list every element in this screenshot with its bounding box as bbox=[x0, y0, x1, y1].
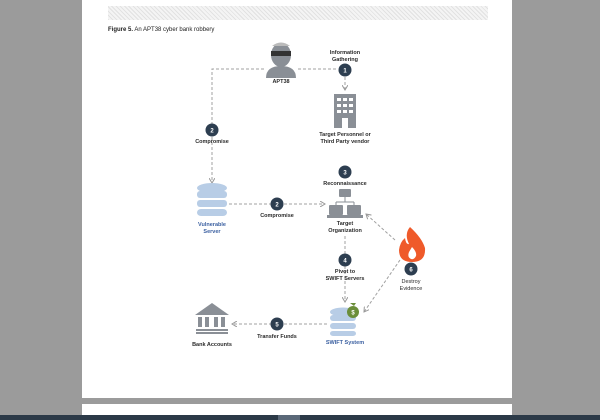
money-bag-icon: $ bbox=[347, 303, 359, 318]
step1-label-b: Gathering bbox=[332, 57, 358, 63]
bank-icon bbox=[195, 303, 229, 334]
step5-circle bbox=[270, 317, 284, 331]
step4-label: Pivot to bbox=[335, 269, 356, 275]
svg-text:Organization: Organization bbox=[328, 228, 362, 234]
svg-text:$: $ bbox=[351, 311, 355, 317]
step2b-circle bbox=[270, 197, 284, 211]
step3-label: Reconnaissance bbox=[323, 181, 366, 187]
target-org-label: Target bbox=[337, 221, 354, 227]
svg-text:5: 5 bbox=[275, 323, 279, 329]
step4-circle bbox=[338, 253, 352, 267]
document-page: Figure 5. An APT38 cyber bank robbery AP… bbox=[82, 0, 512, 398]
step2-circle bbox=[205, 123, 219, 137]
apt38-diagram: APT38 Information Gathering 1 Target Per… bbox=[192, 42, 426, 348]
step2b-label: Compromise bbox=[260, 213, 294, 219]
step2-label: Compromise bbox=[195, 139, 229, 145]
target-personnel-label: Target Personnel or bbox=[319, 132, 371, 138]
apt38-label: APT38 bbox=[272, 79, 289, 85]
building-icon bbox=[334, 94, 356, 128]
svg-text:2: 2 bbox=[275, 203, 279, 209]
hacker-icon bbox=[266, 42, 296, 78]
header-band bbox=[108, 6, 488, 20]
step3-circle bbox=[338, 165, 352, 179]
svg-text:6: 6 bbox=[409, 268, 413, 274]
svg-text:Server: Server bbox=[203, 229, 221, 235]
third-party-label: Third Party vendor bbox=[321, 139, 371, 145]
vulnerable-server-label: Vulnerable bbox=[198, 222, 226, 228]
step1-circle bbox=[338, 63, 352, 77]
step6-circle bbox=[404, 262, 418, 276]
svg-text:Evidence: Evidence bbox=[400, 286, 423, 292]
taskbar bbox=[0, 415, 600, 420]
bank-accounts-label: Bank Accounts bbox=[192, 342, 232, 348]
figure-caption: Figure 5. An APT38 cyber bank robbery bbox=[108, 27, 215, 33]
step5-label: Transfer Funds bbox=[257, 334, 297, 340]
database-icon bbox=[197, 183, 227, 216]
swift-system-label: SWIFT System bbox=[326, 340, 364, 346]
svg-text:3: 3 bbox=[343, 171, 347, 177]
svg-text:1: 1 bbox=[343, 69, 347, 75]
taskbar-button[interactable] bbox=[278, 415, 300, 420]
step1-label-a: Information bbox=[330, 50, 361, 56]
network-computers-icon bbox=[327, 189, 363, 218]
svg-text:SWIFT Servers: SWIFT Servers bbox=[326, 276, 365, 282]
connector-lines bbox=[212, 68, 401, 324]
svg-text:2: 2 bbox=[210, 129, 214, 135]
svg-text:4: 4 bbox=[343, 259, 347, 265]
fire-icon bbox=[399, 227, 426, 262]
step6-label: Destroy bbox=[402, 279, 421, 285]
